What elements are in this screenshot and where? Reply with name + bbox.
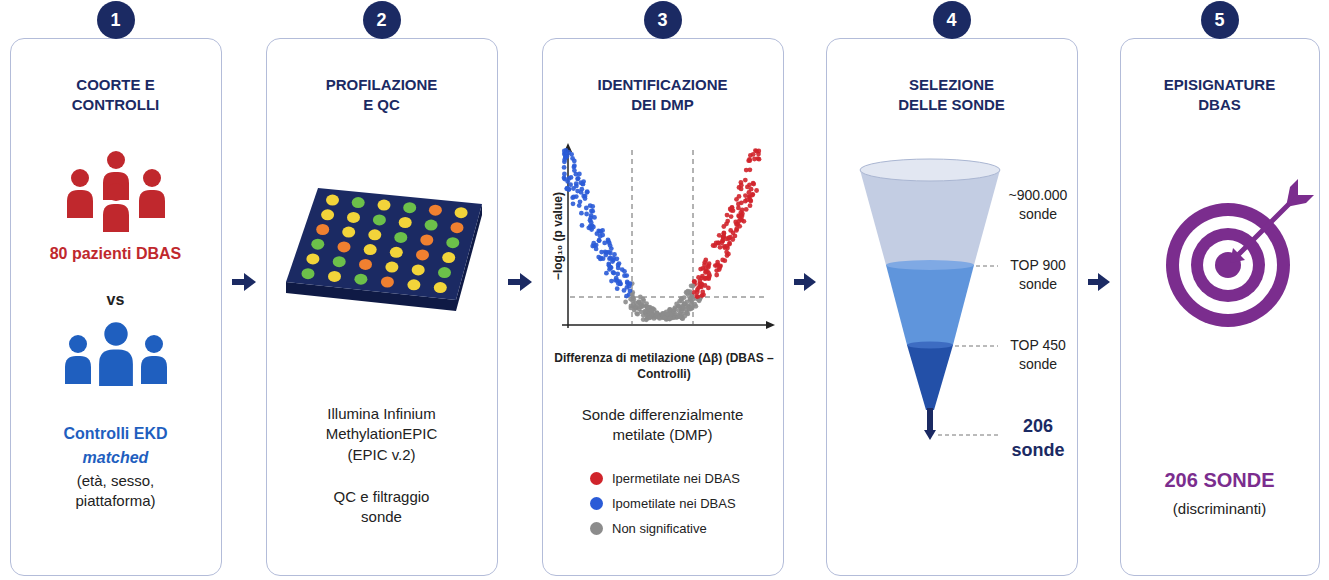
qc-text: QC e filtraggio sonde bbox=[317, 487, 447, 528]
legend-swatch bbox=[590, 472, 603, 485]
matching-note: (età, sesso, piattaforma) bbox=[41, 471, 191, 512]
step-title: PROFILAZIONE E QC bbox=[323, 75, 441, 116]
legend-label: Non significative bbox=[612, 520, 707, 538]
flow-arrow bbox=[794, 273, 816, 291]
target-icon bbox=[1166, 179, 1314, 327]
microarray-chip bbox=[286, 188, 482, 311]
callout-number: 3 bbox=[657, 8, 667, 32]
funnel-level-label: 206 sonde bbox=[1002, 414, 1074, 463]
group-label: 80 pazienti DBAS bbox=[16, 243, 216, 265]
arrow-head bbox=[244, 273, 256, 291]
versus-label: vs bbox=[86, 289, 146, 311]
flow-arrow bbox=[508, 273, 532, 291]
volcano-plot bbox=[562, 143, 775, 329]
arrow-head bbox=[1098, 273, 1110, 291]
axis-label: −log₁₀ (p value) bbox=[550, 156, 566, 316]
dmp-text: Sonde differenzialmente metilate (DMP) bbox=[568, 405, 758, 446]
step-panel: EPISIGNATURE DBAS 206 SONDE (discriminanti… bbox=[1120, 38, 1320, 576]
group-label: matched bbox=[56, 447, 176, 469]
arrow-shaft bbox=[794, 279, 804, 285]
arrow-shaft bbox=[232, 279, 244, 285]
callout-number: 1 bbox=[110, 8, 120, 32]
legend-label: Ipermetilate nei DBAS bbox=[612, 470, 740, 488]
platform-text: Illumina Infinium MethylationEPIC (EPIC … bbox=[312, 404, 452, 465]
funnel-level-label: ~900.000 sonde bbox=[1002, 186, 1074, 224]
group-label: Controlli EKD bbox=[16, 423, 216, 445]
funnel-level-label: TOP 900 sonde bbox=[1002, 256, 1074, 294]
result-count: 206 SONDE bbox=[1130, 467, 1310, 494]
flow-arrow bbox=[1088, 273, 1110, 291]
step-title: IDENTIFICAZIONE DEI DMP bbox=[588, 75, 738, 116]
flow-arrow bbox=[232, 273, 256, 291]
result-note: (discriminanti) bbox=[1130, 499, 1310, 519]
control-icon bbox=[65, 322, 167, 386]
step-number-badge: 2 bbox=[363, 1, 401, 39]
patient-icon bbox=[67, 151, 165, 232]
step-number-badge: 4 bbox=[933, 1, 971, 39]
step-title: EPISIGNATURE DBAS bbox=[1161, 75, 1279, 116]
arrow-shaft bbox=[508, 279, 520, 285]
step-title: SELEZIONE DELLE SONDE bbox=[893, 75, 1011, 116]
arrow-head bbox=[804, 273, 816, 291]
arrow-head bbox=[520, 273, 532, 291]
step-number-badge: 1 bbox=[97, 1, 135, 39]
axis-label: Differenza di metilazione (Δβ) (DBAS – C… bbox=[548, 350, 780, 382]
step-panel: SELEZIONE DELLE SONDE4 bbox=[826, 38, 1078, 576]
step-panel: IDENTIFICAZIONE DEI DMP Sonde differenzia… bbox=[542, 38, 784, 576]
callout-number: 4 bbox=[946, 8, 956, 32]
step-panel: COORTE E CONTROLLI 80 pazienti DBAS vsCont… bbox=[10, 38, 222, 576]
funnel bbox=[860, 159, 1000, 440]
funnel-level-label: TOP 450 sonde bbox=[1002, 336, 1074, 374]
step-number-badge: 3 bbox=[644, 1, 682, 39]
step-number-badge: 5 bbox=[1201, 1, 1239, 39]
legend-swatch bbox=[590, 522, 603, 535]
callout-number: 2 bbox=[376, 8, 386, 32]
step-title: COORTE E CONTROLLI bbox=[57, 75, 175, 116]
step-panel: PROFILAZIONE E QC Illumina Infinium Methy… bbox=[266, 38, 498, 576]
callout-number: 5 bbox=[1214, 8, 1224, 32]
legend-label: Ipometilate nei DBAS bbox=[612, 495, 736, 513]
legend-swatch bbox=[590, 497, 603, 510]
arrow-shaft bbox=[1088, 279, 1098, 285]
